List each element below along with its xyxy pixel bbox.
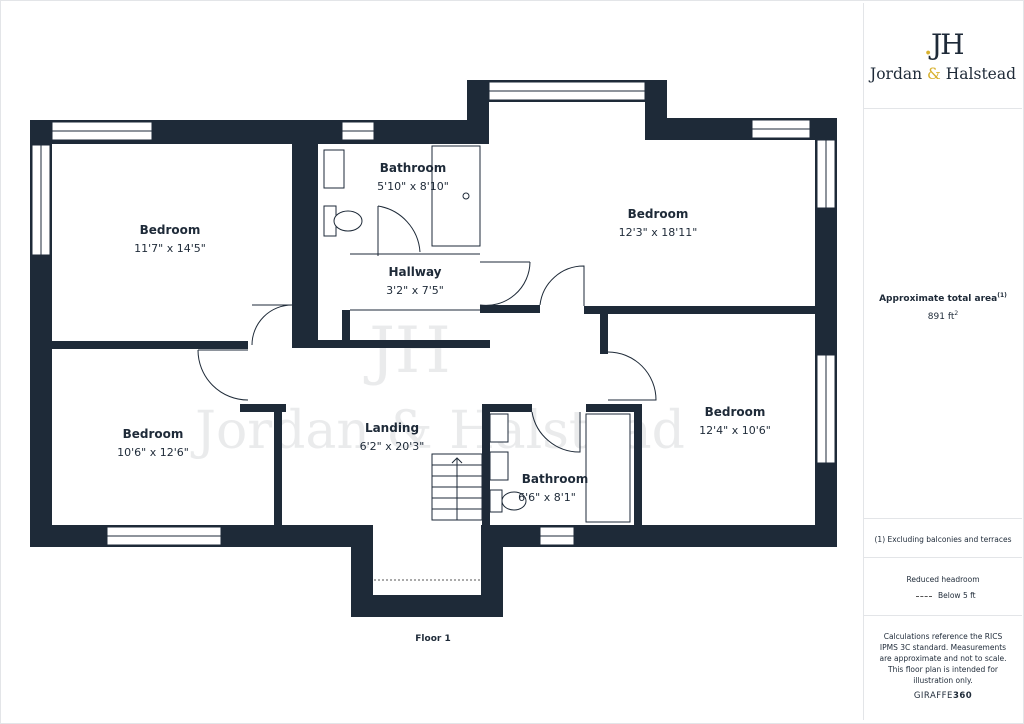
wall-bedroom4-west-upper: [600, 312, 608, 354]
room-name-bathroom-1: Bathroom: [380, 161, 446, 175]
brand-monogram-text: JH: [930, 28, 965, 61]
basin-bathroom2-a: [489, 413, 509, 443]
room-dims-bedroom-2: 12'3" x 18'11": [619, 226, 698, 239]
door-bathroom2: [531, 411, 581, 453]
room-name-landing: Landing: [365, 421, 419, 435]
sidebar-divider: [864, 108, 1022, 109]
brand-monogram-dot-icon: .: [923, 27, 932, 62]
total-area-note-ref: (1): [997, 292, 1007, 299]
exclusion-note: (1) Excluding balconies and terraces: [874, 535, 1012, 544]
room-dims-hallway: 3'2" x 7'5": [386, 284, 444, 297]
shower-bathroom1: [431, 145, 481, 247]
brand-name-first: Jordan: [869, 65, 923, 83]
wall-bath2-north-right: [586, 404, 642, 412]
brand-ampersand: &: [927, 65, 941, 83]
wall-stair-east: [481, 525, 503, 617]
wall-bath2-west: [482, 404, 490, 526]
door-bedroom4: [607, 351, 657, 401]
door-group: [197, 205, 657, 453]
room-name-bedroom-2: Bedroom: [628, 207, 689, 221]
dashed-line-icon: [916, 595, 932, 597]
wall-landing-west-top: [240, 404, 286, 412]
wall-stair-west: [351, 525, 373, 617]
giraffe360-credit: GIRAFFE360: [864, 691, 1022, 701]
room-dims-bedroom-3: 10'6" x 12'6": [117, 446, 189, 459]
wall-bedroom1-east: [292, 130, 318, 348]
brand-name: Jordan & Halstead: [864, 65, 1022, 83]
sidebar-divider: [864, 518, 1022, 519]
wall-hallway-post: [342, 310, 350, 348]
staircase: [431, 453, 483, 521]
shower-drain-icon: [462, 192, 470, 200]
total-area-value-text: 891 ft: [927, 312, 955, 322]
brand-monogram: .JH: [864, 27, 1022, 62]
room-name-bedroom-3: Bedroom: [123, 427, 184, 441]
wall-bedroom2-south: [584, 306, 816, 314]
door-hallway: [479, 261, 531, 306]
room-name-bathroom-2: Bathroom: [522, 472, 588, 486]
wall-bath2-north: [482, 404, 532, 412]
room-name-bedroom-4: Bedroom: [705, 405, 766, 419]
total-area-label-text: Approximate total area: [879, 294, 998, 304]
wall-stair-south: [351, 595, 503, 617]
basin-bathroom1: [323, 149, 345, 189]
stair-direction-arrow-icon: [451, 457, 463, 520]
reduced-headroom-legend: Below 5 ft: [916, 591, 976, 600]
wall-hallway-east: [480, 305, 540, 313]
room-dims-bedroom-4: 12'4" x 10'6": [699, 424, 771, 437]
credit-b: 360: [952, 691, 973, 701]
fixture-group: [323, 145, 631, 523]
wall-hallway-south: [292, 340, 490, 348]
sidebar-divider: [864, 557, 1022, 558]
total-area-label: Approximate total area(1): [864, 292, 1022, 304]
window-glazing-lines: [40, 90, 827, 537]
toilet-bowl-bathroom1: [333, 210, 363, 232]
door-bedroom3: [197, 349, 249, 401]
wall-bedroom4-west: [634, 404, 642, 526]
room-dims-bathroom-2: 6'6" x 8'1": [518, 491, 576, 504]
total-area-unit: 2: [954, 310, 959, 317]
disclaimer: Calculations reference the RICS IPMS 3C …: [879, 632, 1007, 685]
credit-a: GIRAFFE: [913, 691, 953, 701]
room-name-hallway: Hallway: [388, 265, 441, 279]
total-area-value: 891 ft2: [864, 310, 1022, 322]
info-sidebar: .JH Jordan & Halstead Approximate total …: [863, 3, 1022, 720]
wall-bedroom1-south: [52, 341, 248, 349]
toilet-cistern-bathroom2: [489, 489, 503, 513]
floor-label: Floor 1: [415, 634, 450, 644]
wall-south-right: [485, 525, 837, 547]
toilet-bowl-bathroom2: [501, 491, 527, 511]
room-name-bedroom-1: Bedroom: [140, 223, 201, 237]
watermark-monogram: JH: [363, 314, 450, 388]
door-bedroom2: [539, 265, 585, 306]
reduced-headroom-title: Reduced headroom: [906, 575, 980, 584]
room-dims-landing: 6'2" x 20'3": [360, 440, 425, 453]
door-bathroom1: [377, 205, 421, 256]
shower-bathroom2: [585, 413, 631, 523]
door-bedroom1: [251, 304, 293, 346]
sidebar-divider: [864, 615, 1022, 616]
reduced-headroom-legend-text: Below 5 ft: [938, 591, 976, 600]
room-dims-bathroom-1: 5'10" x 8'10": [377, 180, 449, 193]
wall-bedroom3-east: [274, 404, 282, 526]
brand-name-second: Halstead: [945, 65, 1017, 83]
floor-plan: JH Jordan & Halstead: [30, 80, 837, 644]
room-dims-bedroom-1: 11'7" x 14'5": [134, 242, 206, 255]
basin-bathroom2-b: [489, 451, 509, 481]
